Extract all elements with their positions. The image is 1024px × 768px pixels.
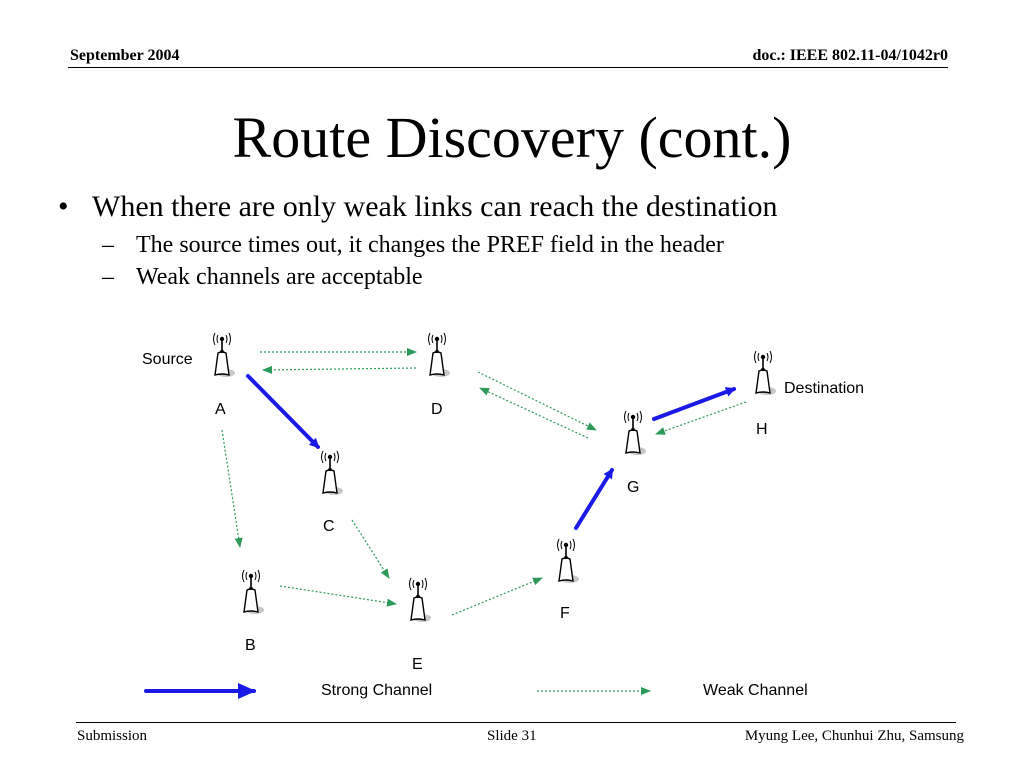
weak-link-c-e: [351, 519, 390, 579]
weak-link-h-g: [655, 401, 747, 435]
weak-link-g-d: [479, 387, 589, 439]
header-doc-id: doc.: IEEE 802.11-04/1042r0: [752, 47, 948, 64]
strong-links: [144, 374, 736, 699]
bullet-main-text: When there are only weak links can reach…: [92, 190, 778, 223]
strong-link-f-g: [574, 468, 614, 530]
weak-link-a-b: [221, 429, 243, 548]
source-label: Source: [142, 351, 193, 368]
weak-link-b-e: [279, 585, 397, 607]
strong-link-a-c: [246, 374, 320, 449]
node-h-antenna-icon: [753, 350, 777, 396]
node-b-label: B: [245, 637, 256, 654]
legend-strong-label: Strong Channel: [321, 682, 433, 699]
footer-authors: Myung Lee, Chunhui Zhu, Samsung: [744, 728, 964, 744]
header-date: September 2004: [70, 47, 180, 64]
node-c-antenna-icon: [320, 450, 344, 496]
node-a-antenna-icon: [212, 332, 236, 378]
bullet-sub-2: –Weak channels are acceptable: [102, 264, 423, 291]
node-d-label: D: [431, 401, 443, 418]
node-e-antenna-icon: [408, 577, 432, 623]
bullet-main: • When there are only weak links can reac…: [58, 190, 778, 224]
footer-submission: Submission: [77, 728, 148, 744]
node-f-label: F: [560, 605, 570, 622]
weak-link-d-g: [477, 371, 597, 431]
footer-slide-number: Slide 31: [487, 728, 537, 744]
weak-link-e-f: [451, 577, 543, 616]
node-e-label: E: [412, 656, 423, 673]
slide-title: Route Discovery (cont.): [232, 105, 792, 170]
node-g-antenna-icon: [623, 410, 647, 456]
node-d-antenna-icon: [427, 332, 451, 378]
legend-weak-label: Weak Channel: [703, 682, 808, 699]
node-c-label: C: [323, 518, 335, 535]
node-g-label: G: [627, 479, 640, 496]
weak-link-d-a: [262, 365, 417, 374]
node-b-antenna-icon: [241, 569, 265, 615]
bullet-dash: –: [102, 232, 114, 258]
strong-link-g-h: [652, 387, 736, 421]
footer-rule: [76, 722, 956, 723]
node-a-label: A: [215, 401, 226, 418]
bullet-dash: –: [102, 264, 114, 290]
bullet-dot: •: [58, 190, 69, 223]
node-f-antenna-icon: [556, 538, 580, 584]
bullet-sub-2-text: Weak channels are acceptable: [136, 264, 423, 290]
header-rule: [68, 67, 948, 68]
weak-links: [221, 348, 747, 695]
bullet-sub-1: –The source times out, it changes the PR…: [102, 232, 724, 259]
node-h-label: H: [756, 421, 768, 438]
destination-label: Destination: [784, 380, 865, 397]
bullet-sub-1-text: The source times out, it changes the PRE…: [136, 232, 724, 258]
